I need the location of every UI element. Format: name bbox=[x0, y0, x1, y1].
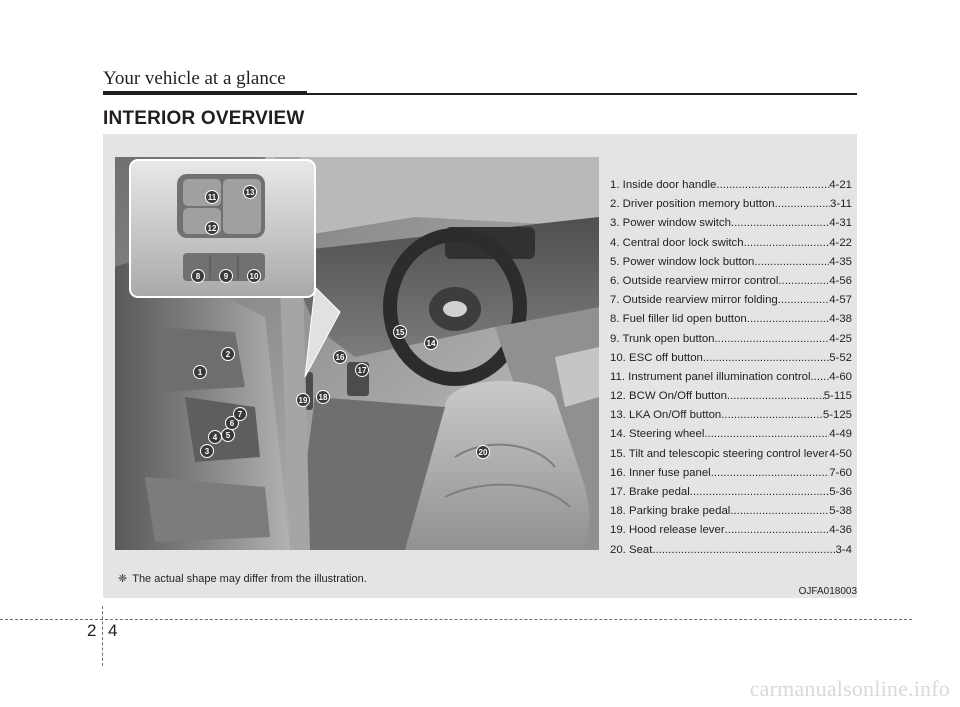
legend-item: 6. Outside rearview mirror control 4-56 bbox=[610, 272, 852, 291]
image-code: OJFA018003 bbox=[798, 586, 857, 597]
legend-item: 20. Seat 3-4 bbox=[610, 541, 852, 560]
legend-item: 17. Brake pedal5-36 bbox=[610, 483, 852, 502]
legend-item: 15. Tilt and telescopic steering control… bbox=[610, 445, 852, 464]
legend-item: 14. Steering wheel 4-49 bbox=[610, 425, 852, 444]
legend-item: 12. BCW On/Off button 5-115 bbox=[610, 387, 852, 406]
legend-item: 10. ESC off button 5-52 bbox=[610, 349, 852, 368]
callout-19: 19 bbox=[299, 396, 308, 405]
legend-item: 7. Outside rearview mirror folding 4-57 bbox=[610, 291, 852, 310]
legend-item: 4. Central door lock switch 4-22 bbox=[610, 234, 852, 253]
footer-divider bbox=[102, 606, 103, 666]
section-title: INTERIOR OVERVIEW bbox=[103, 108, 305, 129]
legend-item: 18. Parking brake pedal5-38 bbox=[610, 502, 852, 521]
legend-item: 5. Power window lock button 4-35 bbox=[610, 253, 852, 272]
callout-15: 15 bbox=[396, 328, 405, 337]
legend-item: 11. Instrument panel illumination contro… bbox=[610, 368, 852, 387]
callout-2: 2 bbox=[226, 350, 231, 359]
legend-item: 9. Trunk open button 4-25 bbox=[610, 330, 852, 349]
callout-20: 20 bbox=[479, 448, 488, 457]
callout-9: 9 bbox=[224, 272, 229, 281]
header-title: Your vehicle at a glance bbox=[103, 68, 286, 89]
callout-6: 6 bbox=[230, 419, 235, 428]
callout-4: 4 bbox=[213, 433, 218, 442]
page-number: 4 bbox=[108, 621, 118, 640]
note-text: The actual shape may differ from the ill… bbox=[132, 573, 367, 585]
component-legend: 1. Inside door handle 4-21 2. Driver pos… bbox=[610, 176, 852, 560]
legend-item: 16. Inner fuse panel 7-60 bbox=[610, 464, 852, 483]
callout-5: 5 bbox=[226, 431, 231, 440]
callout-17: 17 bbox=[358, 366, 367, 375]
note-symbol-icon: ❈ bbox=[118, 573, 128, 585]
watermark: carmanualsonline.info bbox=[749, 676, 950, 701]
callout-8: 8 bbox=[196, 272, 201, 281]
illustration-note: ❈ The actual shape may differ from the il… bbox=[118, 572, 367, 585]
legend-item: 8. Fuel filler lid open button 4-38 bbox=[610, 310, 852, 329]
callout-18: 18 bbox=[319, 393, 328, 402]
legend-item: 3. Power window switch4-31 bbox=[610, 214, 852, 233]
legend-item: 13. LKA On/Off button 5-125 bbox=[610, 406, 852, 425]
legend-item: 2. Driver position memory button 3-11 bbox=[610, 195, 852, 214]
callout-13: 13 bbox=[246, 188, 255, 197]
callout-1: 1 bbox=[198, 368, 203, 377]
chapter-number: 2 bbox=[87, 621, 97, 640]
callout-16: 16 bbox=[336, 353, 345, 362]
callout-12: 12 bbox=[208, 224, 217, 233]
callout-3: 3 bbox=[205, 447, 210, 456]
header-rule bbox=[103, 93, 857, 95]
legend-item: 19. Hood release lever4-36 bbox=[610, 521, 852, 540]
interior-illustration: 1 2 3 4 5 6 7 8 9 10 11 12 13 14 15 16 1… bbox=[115, 157, 599, 550]
callout-7: 7 bbox=[238, 410, 243, 419]
callout-10: 10 bbox=[250, 272, 259, 281]
callout-14: 14 bbox=[427, 339, 436, 348]
legend-item: 1. Inside door handle 4-21 bbox=[610, 176, 852, 195]
callout-11: 11 bbox=[208, 193, 217, 202]
footer-rule bbox=[0, 619, 912, 620]
